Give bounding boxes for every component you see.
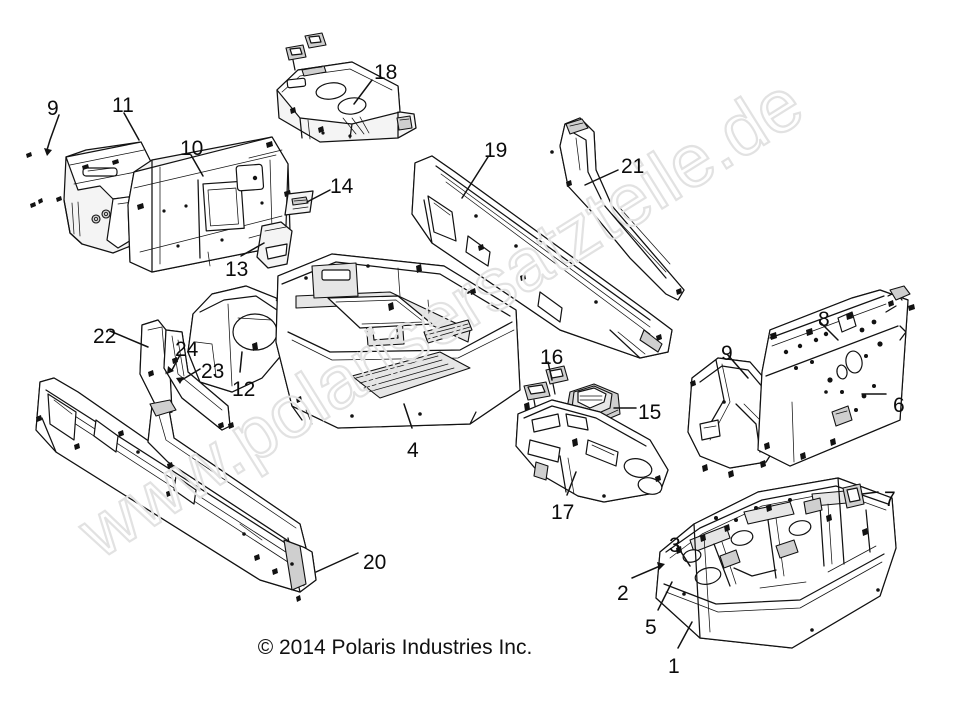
callout-4: 4 bbox=[407, 439, 419, 462]
part-9-rear-support bbox=[687, 357, 781, 478]
callout-18: 18 bbox=[374, 61, 398, 84]
callout-19: 19 bbox=[484, 139, 508, 162]
callout-1: 1 bbox=[668, 655, 680, 678]
callout-5: 5 bbox=[645, 616, 657, 639]
part-1-main-floor-pan bbox=[655, 477, 897, 649]
part-17-front-center-console bbox=[515, 399, 669, 503]
part-20-left-rocker-rail bbox=[35, 377, 317, 602]
callout-7: 7 bbox=[884, 488, 896, 511]
callout-12: 12 bbox=[232, 378, 256, 401]
part-10-rear-firewall-panel bbox=[127, 136, 291, 273]
callout-17: 17 bbox=[551, 501, 575, 524]
part-6-8-rear-frame-panel bbox=[757, 285, 915, 467]
callout-3: 3 bbox=[669, 534, 681, 557]
part-18-rear-center-console bbox=[276, 32, 417, 143]
callout-16: 16 bbox=[540, 346, 564, 369]
callout-15: 15 bbox=[638, 401, 662, 424]
callout-9-left: 9 bbox=[47, 97, 59, 120]
callout-9-right: 9 bbox=[721, 342, 733, 365]
part-4-center-floor-assembly bbox=[275, 253, 521, 429]
leader-lines bbox=[44, 79, 887, 649]
callout-22: 22 bbox=[93, 325, 117, 348]
callout-14: 14 bbox=[330, 175, 354, 198]
callout-10: 10 bbox=[180, 137, 204, 160]
part-7-floor-pan-clip bbox=[842, 483, 865, 509]
part-13-access-cover bbox=[256, 221, 293, 269]
callout-23: 23 bbox=[201, 360, 225, 383]
copyright-notice: © 2014 Polaris Industries Inc. bbox=[257, 636, 533, 659]
callout-11: 11 bbox=[112, 94, 134, 117]
callout-6: 6 bbox=[893, 394, 905, 417]
callout-8: 8 bbox=[818, 308, 830, 331]
callout-13: 13 bbox=[225, 258, 249, 281]
part-16-console-retainer-clips bbox=[523, 365, 569, 412]
rivet-marks-left bbox=[26, 152, 62, 208]
callout-2: 2 bbox=[617, 582, 629, 605]
callout-24: 24 bbox=[175, 338, 199, 361]
callout-21: 21 bbox=[621, 155, 645, 178]
part-19-right-rocker-rail bbox=[411, 155, 673, 359]
callout-20: 20 bbox=[363, 551, 387, 574]
part-14-access-cover-small bbox=[284, 190, 314, 216]
part-21-b-pillar-support bbox=[550, 117, 685, 301]
